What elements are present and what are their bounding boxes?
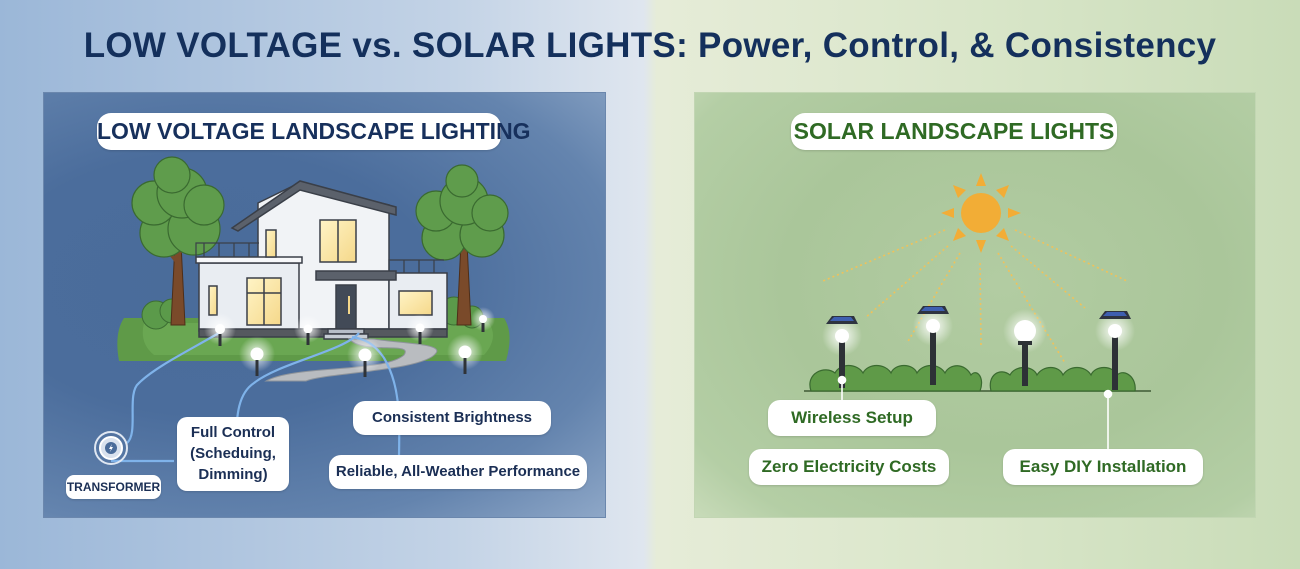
page-title: LOW VOLTAGE vs. SOLAR LIGHTS: Power, Con…: [83, 26, 1217, 65]
zero-electricity-badge: Zero Electricity Costs: [749, 449, 949, 485]
easy-diy-badge: Easy DIY Installation: [1003, 449, 1203, 485]
lightning-bolt-icon: [109, 444, 113, 452]
solar-light: [913, 306, 953, 385]
sun-icon: [941, 173, 1021, 253]
solar-light: [1095, 311, 1135, 390]
solar-panel: SOLAR LANDSCAPE LIGHTS Wireless Setup Ze…: [694, 92, 1256, 518]
tree-right: [415, 164, 509, 326]
house-illustration: [94, 156, 510, 465]
consistent-brightness-badge: Consistent Brightness: [353, 401, 551, 435]
solar-light: [822, 316, 862, 388]
walkway: [264, 338, 438, 382]
reliable-performance-badge: Reliable, All-Weather Performance: [329, 455, 587, 489]
tree-left: [131, 156, 225, 326]
sunlight-rays: [822, 229, 1128, 364]
low-voltage-heading: LOW VOLTAGE LANDSCAPE LIGHTING: [97, 113, 531, 150]
solar-illustration: [804, 173, 1151, 458]
transformer-icon: [94, 431, 128, 465]
solar-lights: [822, 306, 1135, 390]
full-control-line2: (Scheduing,: [190, 445, 276, 462]
full-control-line1: Full Control: [190, 424, 276, 441]
globe-solar-light: [1003, 309, 1047, 386]
full-control-badge: Full Control (Scheduing, Dimming): [177, 417, 289, 491]
wireless-setup-badge: Wireless Setup: [768, 400, 936, 436]
transformer-label: TRANSFORMER: [66, 475, 161, 499]
path-lights: [204, 307, 495, 377]
solar-heading: SOLAR LANDSCAPE LIGHTS: [791, 113, 1117, 150]
hedges: [809, 364, 1136, 392]
house: [195, 180, 448, 340]
full-control-line3: Dimming): [198, 466, 268, 483]
low-voltage-panel: LOW VOLTAGE LANDSCAPE LIGHTING TRANSFORM…: [43, 92, 606, 518]
